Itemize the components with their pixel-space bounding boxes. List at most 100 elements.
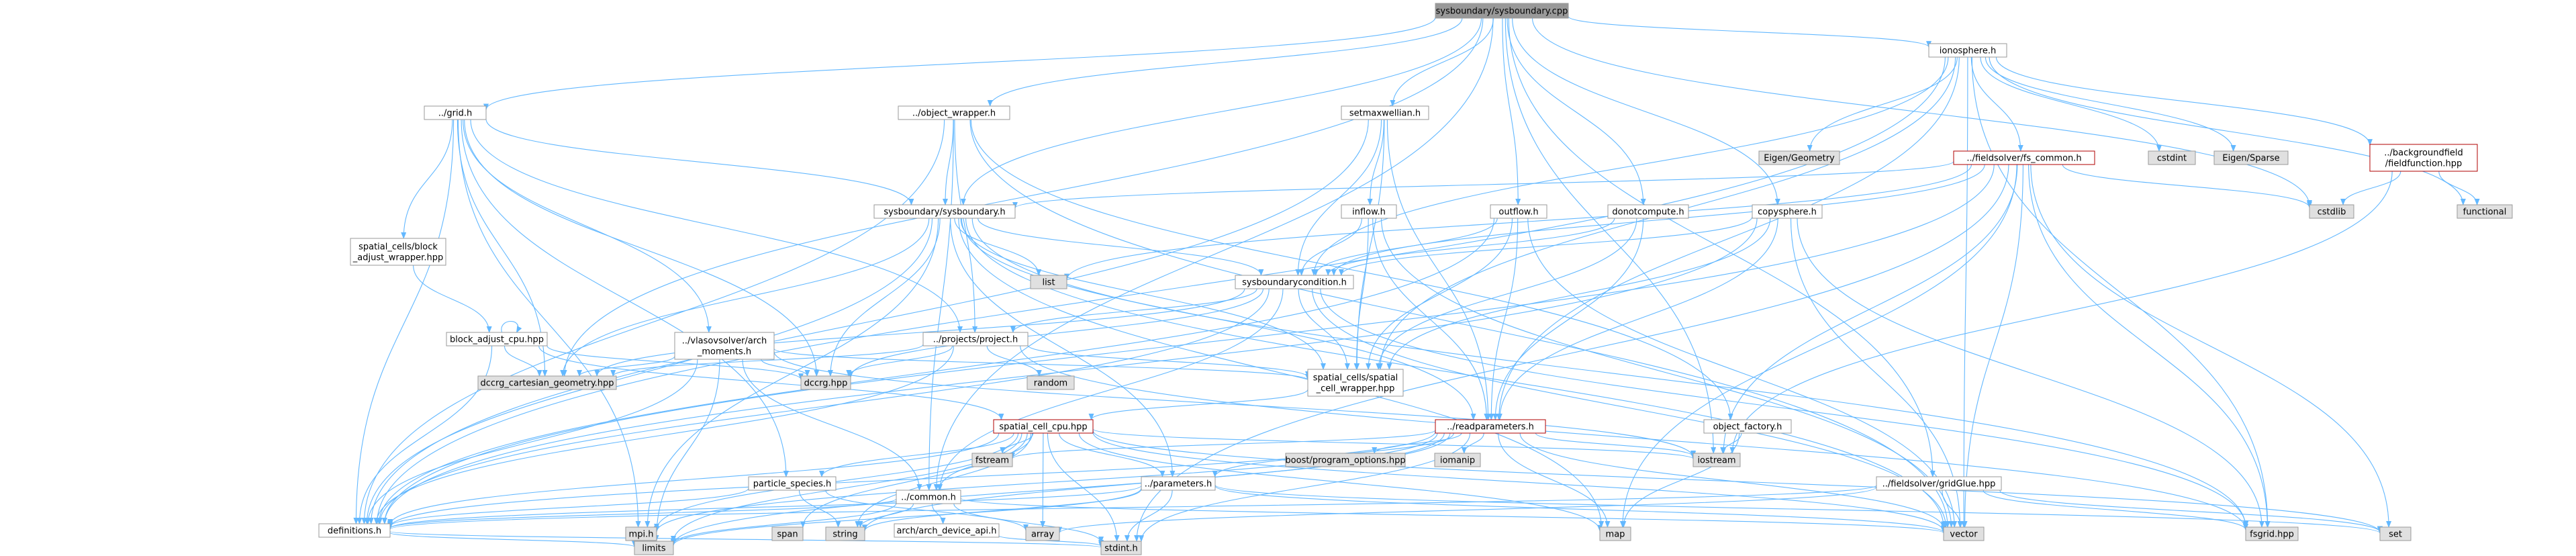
edge-sysbnd-to-definitions: [364, 218, 933, 524]
edge-root-to-objwrap: [987, 17, 1463, 107]
node-copysphere[interactable]: copysphere.h: [1752, 204, 1823, 219]
node-sysbnd[interactable]: sysboundary/sysboundary.h: [873, 204, 1016, 219]
node-label: ../fieldsolver/fs_common.h: [1966, 154, 2081, 164]
node-label: sysboundary/sysboundary.h: [884, 207, 1005, 218]
edge-fscommon-to-iostream: [1721, 164, 2018, 454]
node-projects[interactable]: ../projects/project.h: [922, 332, 1029, 346]
edge-parameters-to-definitions: [387, 485, 1142, 529]
edge-spcellcpu-to-map: [1078, 432, 1603, 532]
node-label: random: [1034, 379, 1067, 389]
node-outflow[interactable]: outflow.h: [1490, 204, 1547, 219]
edge-projects-to-spcellwrap: [1027, 344, 1310, 378]
node-label: /fieldfunction.hpp: [2385, 159, 2462, 169]
edge-readparams-to-boostpo: [1372, 432, 1462, 454]
edge-parameters-to-string: [862, 489, 1142, 532]
node-sbcond[interactable]: sysboundarycondition.h: [1235, 275, 1354, 289]
node-spcellcpu[interactable]: spatial_cell_cpu.hpp: [993, 419, 1094, 434]
edge-sysbnd-to-sbcond: [977, 218, 1264, 276]
node-setmax[interactable]: setmaxwellian.h: [1341, 105, 1429, 120]
node-fstream: fstream: [971, 453, 1013, 467]
edge-readparams-to-iostream: [1535, 432, 1696, 457]
edge-objwrap-to-common: [926, 119, 954, 491]
node-ionosphere[interactable]: ionosphere.h: [1928, 43, 2007, 58]
edge-inflow-to-spcellwrap: [1353, 218, 1369, 370]
edge-root-to-copysphere: [1512, 17, 1780, 205]
edge-spcellcpu-to-particle: [819, 432, 1014, 477]
node-box: [800, 375, 851, 390]
node-common[interactable]: ../common.h: [896, 490, 961, 504]
edge-particle-to-array: [825, 490, 1029, 531]
node-box: [1025, 526, 1060, 541]
edge-objwrap-to-definitions: [361, 119, 945, 524]
edge-fscommon-to-map: [1619, 164, 2017, 528]
edge-outflow-to-spcellwrap: [1366, 218, 1513, 370]
node-definitions[interactable]: definitions.h: [318, 523, 391, 538]
node-box: [634, 541, 674, 555]
node-root[interactable]: sysboundary/sysboundary.cpp: [1435, 3, 1569, 19]
node-inflow[interactable]: inflow.h: [1341, 204, 1397, 219]
edge-spcellcpu-to-iostream: [1092, 428, 1696, 460]
edge-sbcond-to-dccgcart: [594, 288, 1245, 377]
node-box: [1703, 419, 1792, 434]
node-spcellwrap[interactable]: spatial_cells/spatial_cell_wrapper.hpp: [1307, 369, 1404, 397]
node-parameters[interactable]: ../parameters.h: [1141, 476, 1216, 491]
edge-ionosphere-to-fscommon: [1970, 56, 2023, 152]
edge-vlasovmom-to-dccgcart: [577, 356, 675, 377]
edge-vlasovmom-to-common: [742, 359, 922, 491]
node-donot[interactable]: donotcompute.h: [1607, 204, 1689, 219]
edge-root-to-sysbnd: [960, 17, 1482, 205]
edge-fscommon-to-definitions: [381, 164, 1995, 524]
edge-grid-to-mpi: [457, 119, 641, 528]
node-box: [971, 453, 1013, 467]
node-layer: sysboundary/sysboundary.cpp ionosphere.h.…: [318, 3, 2513, 555]
node-list: list: [1030, 275, 1067, 289]
node-readparams[interactable]: ../readparameters.h: [1435, 419, 1546, 434]
node-gridglue[interactable]: ../fieldsolver/gridGlue.hpp: [1876, 476, 2002, 491]
node-particle[interactable]: particle_species.h: [748, 476, 837, 491]
node-iomanip: iomanip: [1434, 453, 1481, 467]
node-dccgcart: dccrg_cartesian_geometry.hpp: [477, 375, 617, 390]
edge-root-to-dccgcart: [561, 17, 1484, 377]
edge-spcellcpu-to-vector: [1092, 432, 1946, 532]
node-label: Eigen/Sparse: [2222, 154, 2279, 164]
node-box: [1876, 476, 2002, 491]
edge-spcellcpu-to-mpi: [654, 432, 1019, 530]
node-label: ../readparameters.h: [1447, 422, 1534, 432]
node-box: [1692, 453, 1741, 467]
node-label: _cell_wrapper.hpp: [1316, 384, 1395, 394]
node-label: iomanip: [1440, 456, 1475, 466]
edge-common-to-archdev: [931, 503, 946, 524]
node-box: [2456, 204, 2513, 219]
node-label: list: [1042, 278, 1055, 288]
edge-objwrap-to-sysbnd: [943, 119, 954, 205]
node-label: cstdlib: [2318, 207, 2346, 218]
edge-ionosphere-to-cstdint: [1980, 56, 2162, 152]
edge-blockadj-to-dccgcart: [504, 345, 542, 377]
node-iostream: iostream: [1692, 453, 1741, 467]
node-label: string: [832, 530, 857, 540]
edge-layer: [353, 15, 2480, 549]
node-cstdlib: cstdlib: [2309, 204, 2354, 219]
node-box: [898, 105, 1010, 120]
node-dccrg: dccrg.hpp: [800, 375, 851, 390]
node-archdev[interactable]: arch/arch_device_api.h: [894, 523, 1000, 538]
edge-sbcond-to-definitions: [377, 288, 1270, 524]
node-objwrap[interactable]: ../object_wrapper.h: [898, 105, 1010, 120]
node-grid[interactable]: ../grid.h: [424, 105, 487, 120]
node-label: setmaxwellian.h: [1349, 109, 1421, 119]
node-box: [350, 238, 446, 266]
node-map: map: [1599, 526, 1631, 541]
node-objfactory[interactable]: object_factory.h: [1703, 419, 1792, 434]
node-bgfield[interactable]: ../backgroundfield/fieldfunction.hpp: [2369, 144, 2478, 172]
node-box: [318, 523, 391, 538]
node-box: [446, 332, 548, 346]
edge-sbcond-to-dccrg: [848, 288, 1264, 378]
node-spblock[interactable]: spatial_cells/block_adjust_wrapper.hpp: [350, 238, 446, 266]
edge-fscommon-to-set: [2030, 164, 2392, 528]
node-vlasovmom[interactable]: ../vlasovsolver/arch_moments.h: [674, 332, 775, 360]
node-fscommon[interactable]: ../fieldsolver/fs_common.h: [1953, 150, 2095, 165]
edge-grid-to-particle: [461, 119, 789, 477]
node-blockadj[interactable]: block_adjust_cpu.hpp: [446, 332, 548, 346]
node-label: spatial_cells/spatial: [1313, 373, 1398, 383]
node-label: ../grid.h: [438, 109, 472, 119]
